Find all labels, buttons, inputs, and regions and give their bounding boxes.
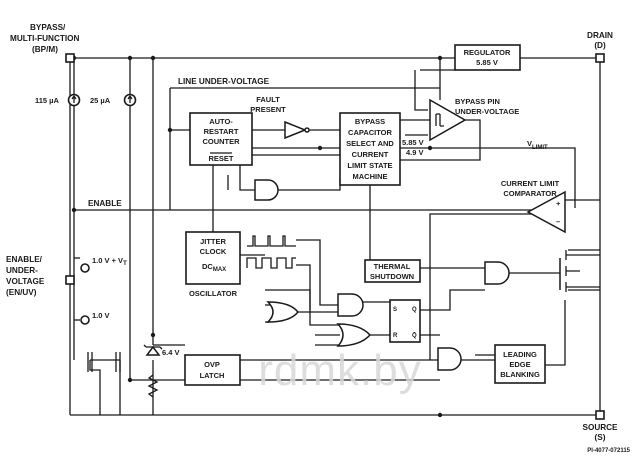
regulator-block: [454, 44, 521, 71]
enable-pin-terminal: [65, 275, 75, 285]
and-gate-output: [484, 261, 510, 285]
regulator-label-2: 5.85 V: [476, 58, 498, 67]
or-gate-2: [336, 323, 372, 347]
ff-s-label: S: [393, 307, 397, 313]
wires: [69, 45, 601, 416]
current-limit-comparator: + –: [526, 190, 566, 234]
enable-pin-label-4: (EN/UV): [6, 288, 37, 297]
svg-text:–: –: [556, 217, 560, 226]
line-uv-label: LINE UNDER-VOLTAGE: [178, 77, 270, 86]
jitter-clock-oscillator: [185, 231, 241, 285]
auto-restart-label-3: COUNTER: [202, 137, 240, 146]
watermark: rdmk.by: [258, 346, 421, 395]
current-25ua-label: 25 µA: [90, 96, 111, 105]
jitter-label-2: CLOCK: [200, 247, 227, 256]
thermal-shutdown-block: [364, 259, 421, 283]
enable-pin-label-3: VOLTAGE: [6, 277, 45, 286]
threshold-585-label: 5.85 V: [402, 138, 424, 147]
auto-restart-label-2: RESTART: [204, 127, 239, 136]
bp-machine-line-5: LIMIT STATE: [347, 161, 392, 170]
auto-restart-counter: [189, 112, 253, 166]
bp-machine-line-4: CURRENT: [352, 150, 389, 159]
svg-text:+: +: [556, 199, 561, 208]
fault-inverter: [284, 120, 310, 140]
bypass-pin-label-3: (BP/M): [32, 45, 58, 54]
vlimit-label: VLIMIT: [527, 139, 548, 151]
and-gate-leb: [437, 347, 462, 371]
jitter-label-1: JITTER: [200, 237, 226, 246]
bp-machine-line-2: CAPACITOR: [348, 128, 392, 137]
sr-flip-flop: [389, 299, 421, 343]
bp-machine-line-6: MACHINE: [353, 172, 388, 181]
drain-pin-label-1: DRAIN: [587, 31, 613, 40]
drain-pin-label-2: (D): [594, 41, 606, 50]
regulator-label-1: REGULATOR: [464, 48, 511, 57]
bp-uv-label-1: BYPASS PIN: [455, 97, 500, 106]
leading-edge-blanking: [494, 344, 546, 384]
bp-machine-line-3: SELECT AND: [346, 139, 394, 148]
drain-pin-terminal: [595, 53, 605, 63]
auto-restart-label-1: AUTO-: [209, 117, 233, 126]
enable-transistors: [87, 352, 121, 372]
ff-r-label: R: [393, 333, 398, 339]
leb-label-3: BLANKING: [500, 370, 540, 379]
bypass-pin-label-2: MULTI-FUNCTION: [10, 34, 80, 43]
bypass-pin-terminal: [65, 53, 75, 63]
ovp-label-2: LATCH: [200, 371, 225, 380]
leb-label-2: EDGE: [509, 360, 530, 369]
enable-signal-label: ENABLE: [88, 199, 122, 208]
source-pin-label-2: (S): [595, 433, 606, 442]
ovp-latch-block: [184, 354, 241, 386]
power-mosfet: [559, 250, 600, 292]
source-pin-terminal: [595, 410, 605, 420]
bp-machine-line-1: BYPASS: [355, 117, 385, 126]
bypass-uv-comparator: [429, 98, 467, 142]
zener-label: 6.4 V: [162, 348, 180, 357]
leb-label-1: LEADING: [503, 350, 537, 359]
ref1-label: 1.0 V + VT: [92, 256, 127, 267]
zener-diode: [143, 344, 163, 356]
dcmax-label: DCMAX: [202, 262, 226, 273]
fault-present-label-1: FAULT: [256, 95, 280, 104]
bypass-pin-label-1: BYPASS/: [30, 23, 66, 32]
auto-restart-reset-label: RESET: [208, 154, 233, 163]
thermal-label-1: THERMAL: [374, 262, 411, 271]
ovp-label-1: OVP: [204, 360, 220, 369]
thermal-label-2: SHUTDOWN: [370, 272, 414, 281]
enable-ref-circle-2: [80, 315, 90, 325]
source-pin-label-1: SOURCE: [582, 423, 618, 432]
current-115ua-label: 115 µA: [35, 96, 60, 105]
threshold-49-label: 4.9 V: [406, 148, 424, 157]
or-gate-1: [266, 301, 299, 323]
oscillator-label: OSCILLATOR: [189, 289, 238, 298]
enable-ref-circle-1: [80, 263, 90, 273]
ff-qbar-label: Q̄: [412, 332, 417, 339]
bp-uv-label-2: UNDER-VOLTAGE: [455, 107, 519, 116]
ff-q-label: Q: [412, 307, 417, 313]
bypass-capacitor-state-machine: [339, 112, 401, 186]
resistor: [147, 374, 159, 398]
ref2-label: 1.0 V: [92, 311, 110, 320]
clock-waveform: [247, 235, 296, 247]
dcmax-waveform: [246, 257, 296, 269]
fault-present-label-2: PRESENT: [250, 105, 286, 114]
current-source-115ua: [67, 93, 81, 107]
cl-comp-label-1: CURRENT LIMIT: [501, 179, 560, 188]
current-source-25ua: [123, 93, 137, 107]
cl-comp-label-2: COMPARATOR: [503, 189, 557, 198]
and-gate-mid: [337, 293, 364, 317]
enable-pin-label-2: UNDER-: [6, 266, 38, 275]
and-gate-restart: [254, 179, 279, 201]
part-number: PI-4077-072115: [587, 448, 630, 454]
enable-pin-label-1: ENABLE/: [6, 255, 43, 264]
